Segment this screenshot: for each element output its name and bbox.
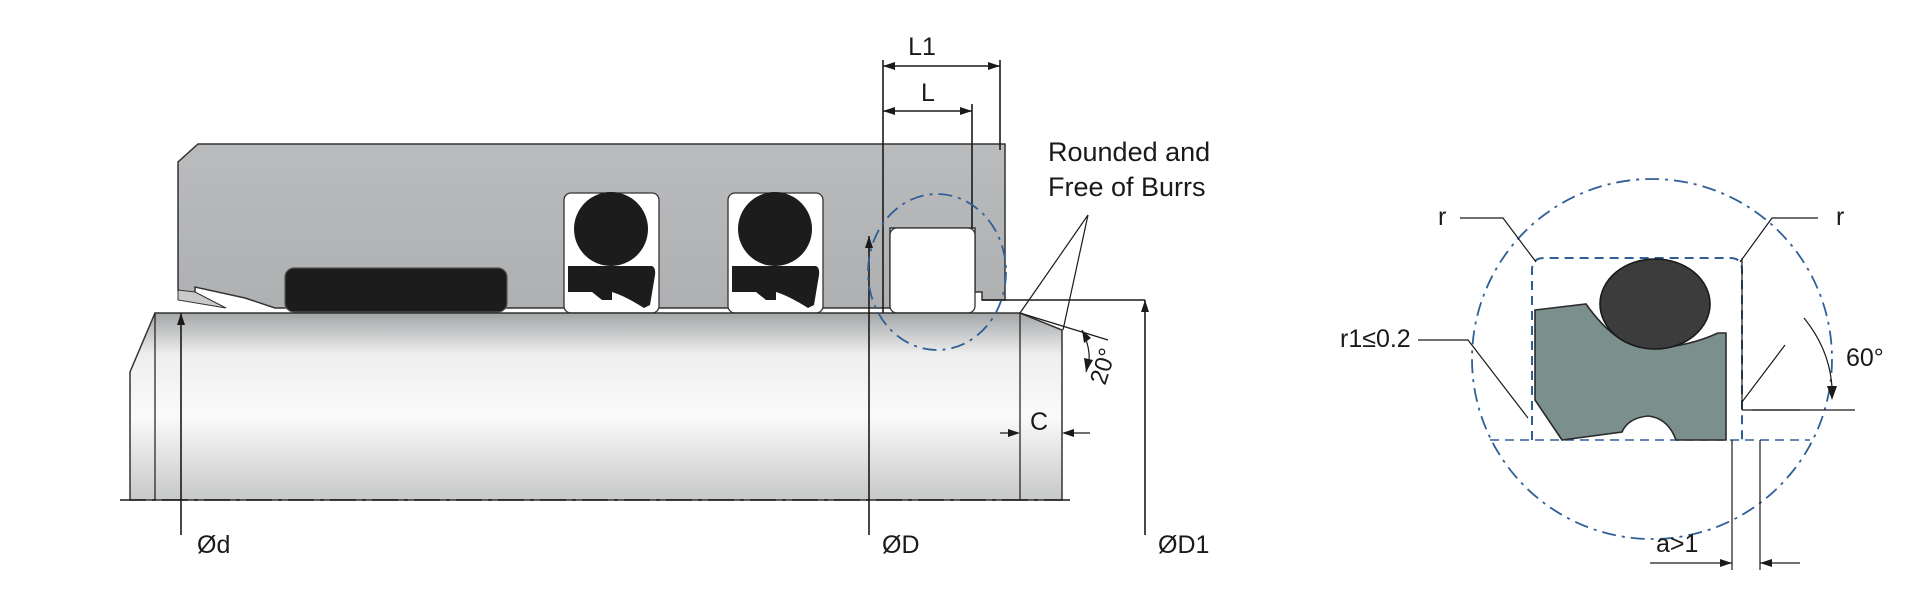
housing-chamfer bbox=[177, 289, 227, 309]
label-C: C bbox=[1030, 408, 1048, 436]
label-r-right: r bbox=[1836, 203, 1844, 231]
note-line-2: Free of Burrs bbox=[1048, 172, 1206, 202]
D1-arrow bbox=[1141, 300, 1149, 312]
angle-20-arrow-a bbox=[1082, 330, 1091, 343]
r-right-leader bbox=[1739, 217, 1818, 263]
guide-strip bbox=[284, 267, 508, 313]
label-L: L bbox=[921, 79, 935, 107]
note-leader-1 bbox=[1019, 214, 1089, 314]
L1-arrows bbox=[883, 62, 1000, 70]
r1-leader bbox=[1418, 339, 1529, 419]
label-d: Ød bbox=[197, 531, 230, 559]
note-line-1: Rounded and bbox=[1048, 137, 1210, 167]
r-left-leader bbox=[1460, 217, 1537, 263]
D-arrow bbox=[865, 236, 873, 248]
label-r-left: r bbox=[1438, 203, 1446, 231]
detail-circle bbox=[1471, 178, 1833, 540]
seal-2 bbox=[732, 192, 820, 308]
angle-60-arc bbox=[1803, 317, 1833, 389]
shaft bbox=[129, 312, 1063, 501]
label-D1: ØD1 bbox=[1158, 531, 1209, 559]
label-angle-60: 60° bbox=[1846, 344, 1884, 372]
label-angle-20: 20° bbox=[1085, 345, 1122, 388]
seal-1 bbox=[568, 192, 656, 308]
label-r1: r1≤0.2 bbox=[1340, 325, 1411, 353]
note-leader-2 bbox=[1062, 214, 1089, 331]
d-arrow bbox=[177, 313, 185, 325]
angle-20-arrow-b bbox=[1084, 358, 1093, 372]
detail-marker-circle bbox=[867, 193, 1007, 351]
angle-60-arrow bbox=[1827, 386, 1837, 400]
label-D: ØD bbox=[882, 531, 920, 559]
detail-groove bbox=[889, 227, 976, 314]
a-arrows bbox=[1720, 559, 1772, 567]
label-a: a>1 bbox=[1656, 530, 1698, 558]
detail-oring bbox=[1599, 258, 1711, 350]
label-L1: L1 bbox=[908, 33, 936, 61]
detail-chamfer-line bbox=[1741, 344, 1786, 403]
